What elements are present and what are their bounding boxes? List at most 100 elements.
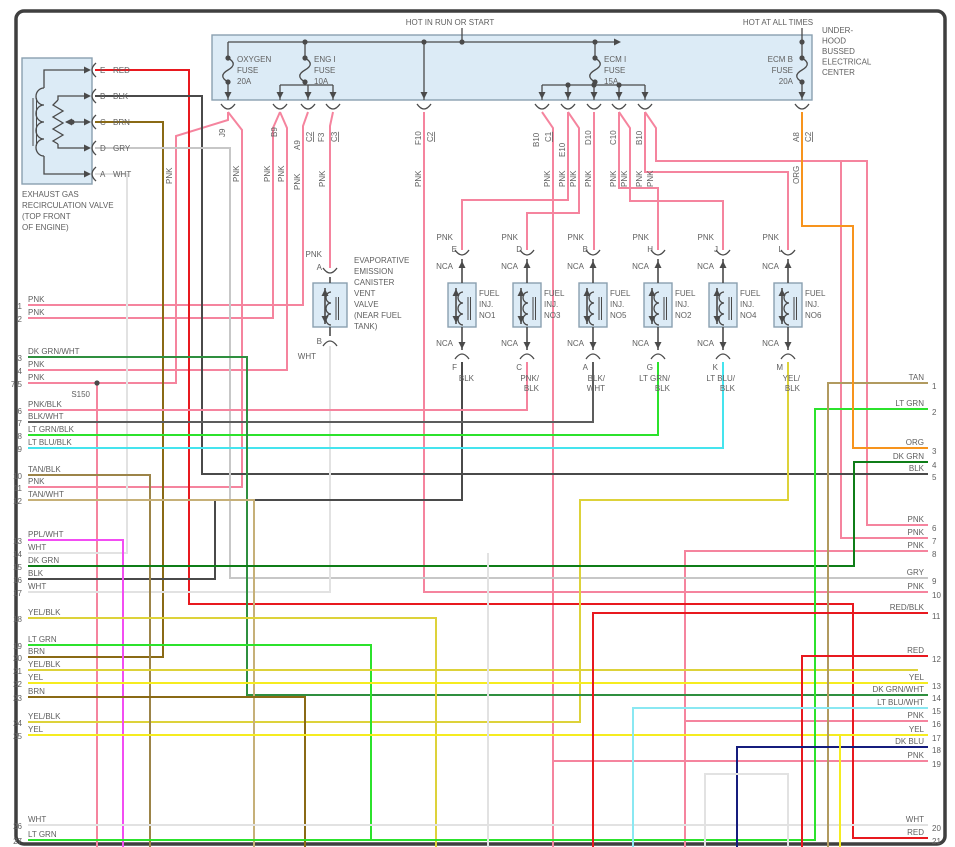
connector-cup-icon: [637, 103, 653, 110]
arrowhead-icon: [523, 261, 531, 268]
right-pin-number: 12: [932, 655, 941, 664]
injector-top-wire-label: PNK: [437, 233, 454, 242]
wire-pnk: [28, 111, 243, 488]
connector-cup-icon: [91, 88, 97, 104]
connector-cup-icon: [272, 103, 288, 110]
right-pin-number: 15: [932, 707, 941, 716]
evap-title: CANISTER: [354, 278, 395, 287]
connector-cup-icon: [780, 353, 796, 360]
injector-bottom-wire-label: BLK: [655, 384, 671, 393]
left-pin-number: 7: [18, 419, 23, 428]
wire-ltgrn: [28, 644, 372, 840]
wire-yelblk: [28, 617, 437, 847]
junction-dot: [616, 82, 622, 88]
injector-name: INJ.: [740, 300, 754, 309]
arrowhead-icon: [784, 261, 792, 268]
evap-pin-letter: B: [317, 337, 322, 346]
coil-icon: [718, 291, 725, 326]
wire-org: [801, 112, 928, 449]
connector-cup-icon: [519, 249, 535, 256]
connector-cup-icon: [325, 103, 341, 110]
left-pin-label: YEL: [28, 725, 44, 734]
bus-line: [57, 95, 88, 100]
left-pin-number: 13: [13, 537, 22, 546]
injector-pin-letter: H: [647, 245, 653, 254]
right-pin-number: 5: [932, 473, 937, 482]
wire-brn: [28, 696, 306, 847]
egr-pin-wire-label: RED: [113, 66, 130, 75]
uhbec-label: UNDER-: [822, 26, 853, 35]
right-pin-number: 21: [932, 837, 941, 846]
evap-title: TANK): [354, 322, 378, 331]
left-pin-number: 10: [13, 472, 22, 481]
junction-dot: [591, 82, 597, 88]
junction-dot: [592, 39, 598, 45]
connector-cup-icon: [794, 103, 810, 110]
arrowhead-icon: [713, 289, 721, 296]
rotated-label: D10: [584, 130, 593, 145]
left-pin-number: 26: [13, 822, 22, 831]
junction-dot: [94, 380, 100, 386]
fuse-label: 15A: [604, 77, 619, 86]
fuel-injector-box: [643, 282, 673, 328]
arrowhead-icon: [778, 289, 786, 296]
left-pin-label: LT GRN/BLK: [28, 425, 75, 434]
connector-cup-icon: [91, 166, 97, 182]
arrowhead-icon: [719, 342, 727, 349]
left-pin-number: 7 5: [11, 380, 23, 389]
wire-blkwht: [28, 362, 594, 423]
wire-ppl: [28, 539, 124, 847]
coil-icon: [783, 291, 790, 326]
fuse-center-box: [211, 34, 813, 101]
fuse-label: 20A: [237, 77, 252, 86]
bus-line: [43, 156, 88, 175]
left-pin-label: PNK: [28, 360, 45, 369]
right-pin-label: DK GRN: [893, 452, 924, 461]
left-pin-label: LT GRN: [28, 635, 57, 644]
injector-top-wire-label: PNK: [568, 233, 585, 242]
arrowhead-icon: [590, 92, 598, 99]
page-border: [14, 9, 947, 846]
rotated-label: A9: [293, 140, 302, 150]
arrowhead-icon: [564, 92, 572, 99]
right-pin-number: 9: [932, 577, 937, 586]
injector-top-wire-label: PNK: [763, 233, 780, 242]
nca-label: NCA: [436, 339, 454, 348]
injector-name: INJ.: [544, 300, 558, 309]
injector-name: INJ.: [675, 300, 689, 309]
right-pin-label: PNK: [908, 515, 925, 524]
hot-in-run-label: HOT IN RUN OR START: [406, 18, 495, 27]
hot-at-all-times-label: HOT AT ALL TIMES: [743, 18, 813, 27]
rotated-label: B9: [270, 127, 279, 137]
left-pin-number: 14: [13, 550, 22, 559]
fuse-icon: [222, 57, 234, 83]
injector-number: NO1: [479, 311, 496, 320]
uhbec-label: CENTER: [822, 68, 855, 77]
evap-pin-wire-label: PNK: [306, 250, 323, 259]
left-pin-label: DK GRN/WHT: [28, 347, 80, 356]
evap-pin-wire-label: WHT: [298, 352, 316, 361]
right-pin-number: 20: [932, 824, 941, 833]
left-pin-label: WHT: [28, 543, 46, 552]
connector-cup-icon: [780, 249, 796, 256]
wire-wht: [704, 773, 789, 847]
injector-number: NO5: [610, 311, 627, 320]
connector-cup-icon: [519, 353, 535, 360]
left-pin-number: 20: [13, 654, 22, 663]
left-pin-number: 21: [13, 667, 22, 676]
connector-cup-icon: [454, 353, 470, 360]
injector-pin-letter: K: [713, 363, 719, 372]
injector-name: INJ.: [479, 300, 493, 309]
rotated-label: PNK: [263, 165, 272, 182]
wire-pnk: [840, 161, 928, 539]
egr-title: EXHAUST GAS: [22, 190, 79, 199]
injector-name: FUEL: [805, 289, 826, 298]
wire-pnk: [28, 362, 528, 411]
fuse-label: ENG I: [314, 55, 336, 64]
wire-red: [95, 69, 928, 839]
left-pin-label: PPL/WHT: [28, 530, 64, 539]
right-pin-number: 18: [932, 746, 941, 755]
left-pin-number: 17: [13, 589, 22, 598]
bus-line: [57, 144, 88, 149]
